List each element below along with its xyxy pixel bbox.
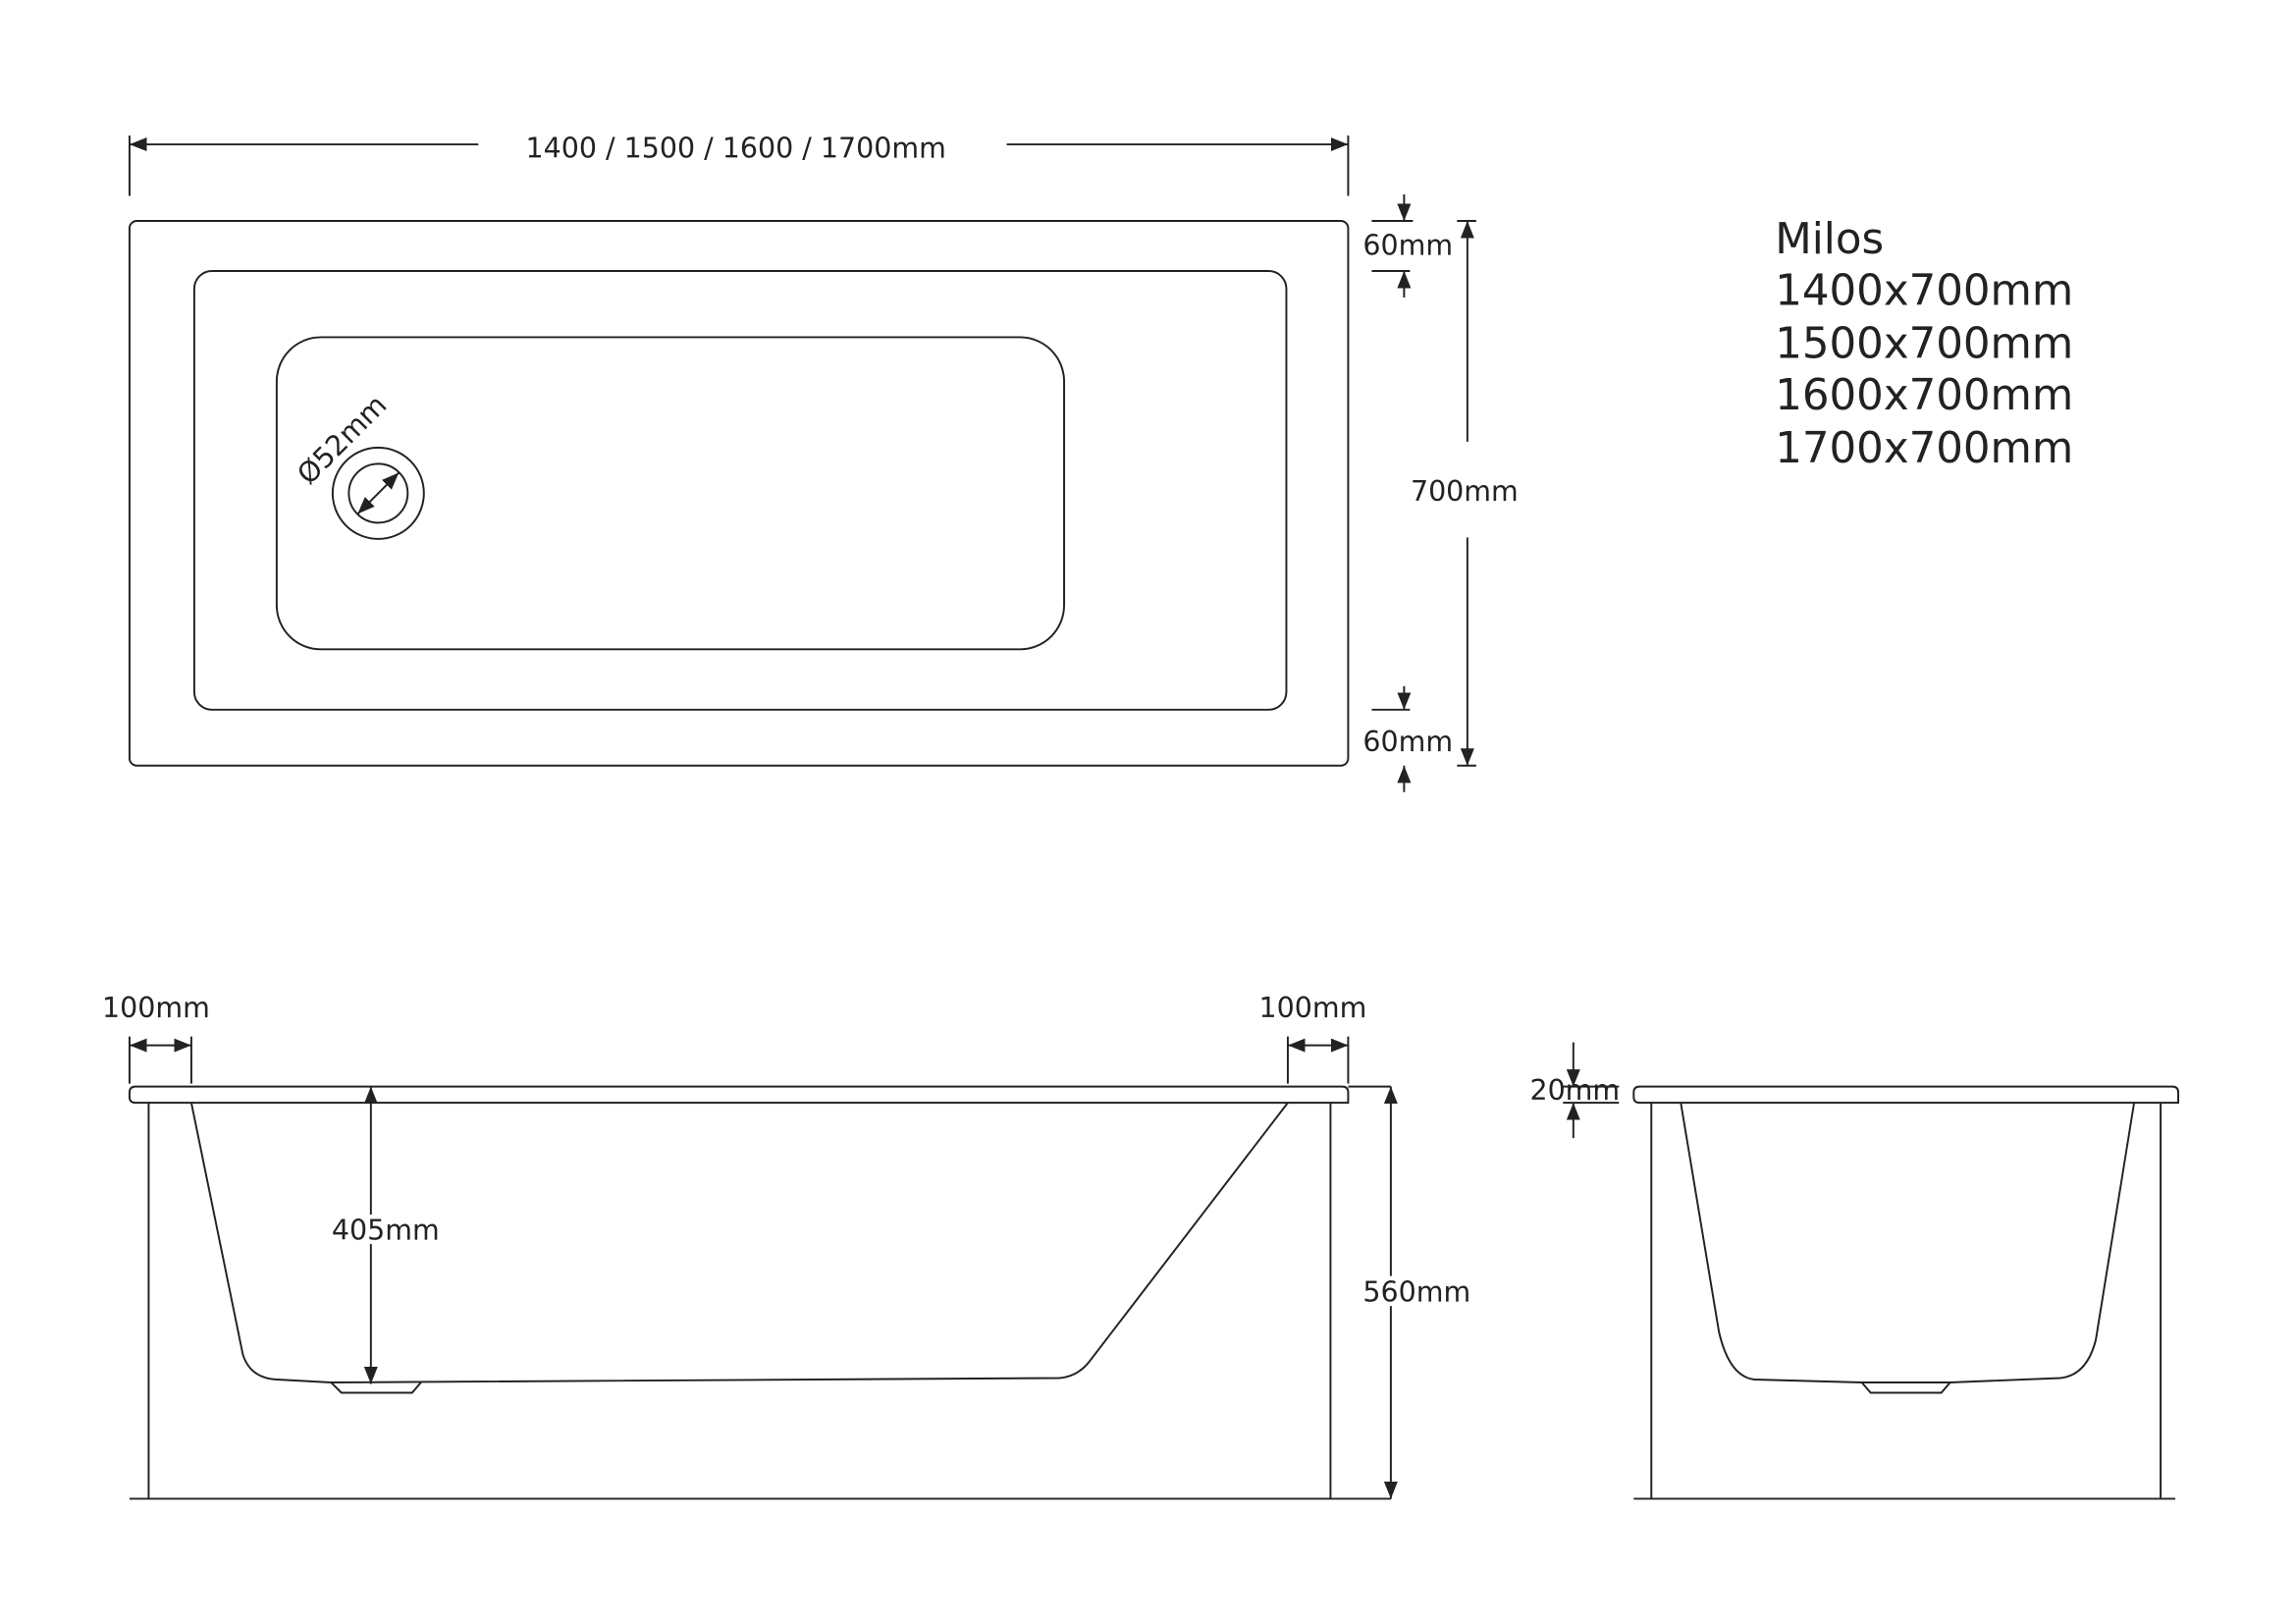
model-info: Milos 1400x700mm 1500x700mm 1600x700mm 1…: [1775, 215, 2073, 473]
right-rim-label: 100mm: [1259, 992, 1367, 1024]
width-label: 700mm: [1411, 475, 1519, 508]
side-rim: [128, 1085, 1350, 1105]
height-label: 560mm: [1362, 1276, 1470, 1309]
model-name: Milos: [1775, 215, 1884, 264]
length-dimension: 1400 / 1500 / 1600 / 1700mm: [128, 133, 1350, 196]
top-rim-label: 60mm: [1362, 229, 1453, 261]
end-view: 20mm: [1529, 1042, 2180, 1500]
bottom-rim-dimension: 60mm: [1362, 685, 1453, 792]
tub-basin-outline: [275, 336, 1066, 651]
width-dimension: 700mm: [1411, 220, 1519, 767]
drain: Ø52mm: [291, 389, 425, 540]
model-size: 1400x700mm: [1775, 266, 2073, 315]
left-rim-dimension: 100mm: [102, 992, 210, 1084]
end-basin-profile: [1680, 1102, 2136, 1383]
top-view: 1400 / 1500 / 1600 / 1700mm Ø52mm 60mm 7…: [128, 133, 1519, 792]
tub-rim-inner-outline: [192, 270, 1288, 711]
top-rim-dimension: 60mm: [1362, 194, 1453, 298]
right-rim-dimension: 100mm: [1259, 992, 1367, 1084]
height-dimension: 560mm: [1359, 1086, 1475, 1499]
tub-outer-outline: [128, 220, 1350, 767]
side-drain: [330, 1381, 422, 1394]
model-size: 1600x700mm: [1775, 371, 2073, 420]
model-size: 1500x700mm: [1775, 319, 2073, 368]
side-view: 100mm 100mm 405mm 560mm: [102, 992, 1475, 1500]
depth-dimension: 405mm: [327, 1086, 444, 1384]
bottom-rim-label: 60mm: [1362, 726, 1453, 758]
length-label: 1400 / 1500 / 1600 / 1700mm: [526, 133, 946, 165]
depth-label: 405mm: [332, 1215, 440, 1247]
rim-thickness-label: 20mm: [1529, 1074, 1620, 1107]
model-size: 1700x700mm: [1775, 424, 2073, 473]
rim-thickness-dimension: 20mm: [1529, 1042, 1620, 1139]
end-drain: [1860, 1381, 1951, 1394]
drain-label: Ø52mm: [291, 389, 393, 491]
end-rim: [1632, 1085, 2180, 1105]
left-rim-label: 100mm: [102, 992, 210, 1024]
